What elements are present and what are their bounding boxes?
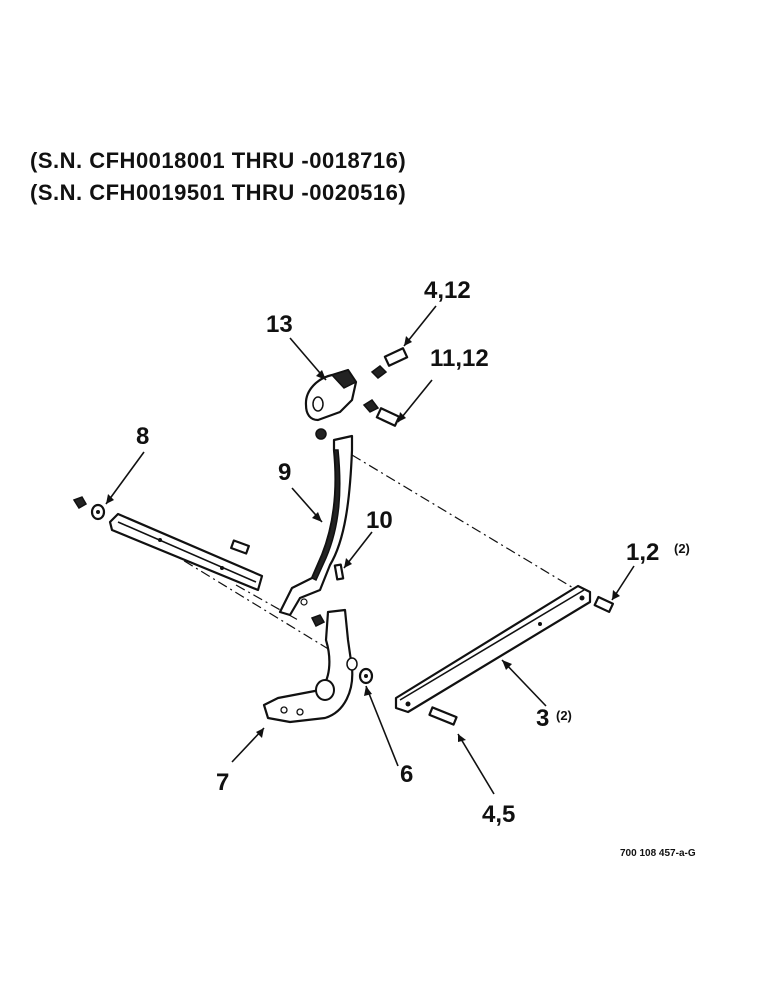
alignment-line-short [235, 584, 299, 621]
callout-7: 7 [216, 769, 229, 796]
part-9-bracket [278, 428, 354, 628]
callout-9: 9 [278, 459, 291, 486]
callout-11-12: 11,12 [430, 345, 489, 372]
callout-4-12: 4,12 [424, 277, 471, 304]
part-7-foot-bracket [262, 608, 358, 724]
callout-4-5: 4,5 [482, 801, 515, 828]
serial-range-1: (S.N. CFH0018001 THRU -0018716) [30, 148, 407, 173]
part-1-2-bolt [593, 595, 615, 614]
callout-3: 3 [536, 705, 549, 732]
figure-code: 700 108 457-a-G [620, 848, 696, 859]
callout-3-qty: (2) [556, 708, 572, 723]
part-13-clamp [304, 347, 409, 427]
callout-1-2: 1,2 [626, 539, 659, 566]
alignment-line-upper [351, 454, 581, 593]
callout-6: 6 [400, 761, 413, 788]
part-8-strap [72, 496, 264, 592]
part-4-5-bolt [428, 706, 458, 726]
leader-lines [105, 305, 635, 795]
callout-10: 10 [366, 507, 393, 534]
part-10-bolt [333, 563, 345, 581]
part-3-bar [394, 584, 592, 714]
part-6-washer [358, 667, 374, 685]
serial-range-2: (S.N. CFH0019501 THRU -0020516) [30, 180, 407, 205]
callout-8: 8 [136, 423, 149, 450]
callout-1-2-qty: (2) [674, 541, 690, 556]
callout-13: 13 [266, 311, 293, 338]
